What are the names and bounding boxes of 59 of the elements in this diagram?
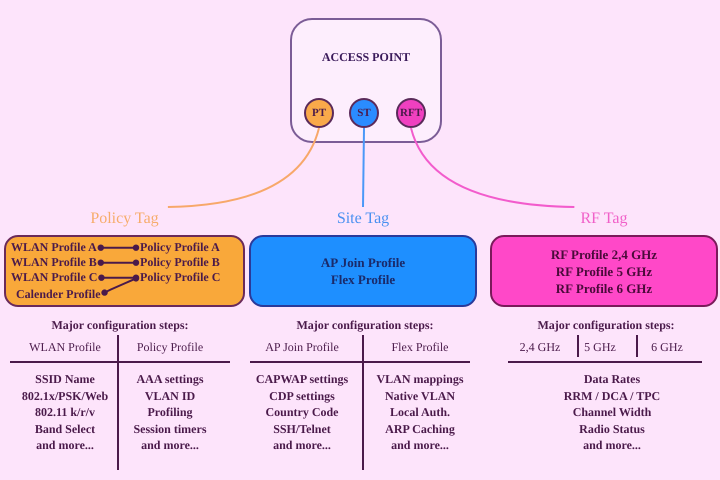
table-heading: Major configuration steps: — [537, 317, 675, 334]
config-step: Data Rates — [584, 371, 640, 388]
column-header: AP Join Profile — [265, 339, 339, 356]
profile-text: WLAN Profile B — [11, 255, 97, 269]
profile-text: Flex Profile — [330, 271, 396, 288]
config-step: Native VLAN — [384, 388, 456, 404]
connector-line — [98, 260, 140, 266]
column-header: 2,4 GHz — [520, 339, 560, 356]
access-point-box — [290, 18, 442, 143]
config-step: VLAN mappings — [376, 371, 464, 388]
profile-text: RF Profile 2,4 GHz — [550, 246, 658, 262]
connector-curve — [362, 128, 365, 208]
profile-text: RF Profile 5 GHz — [556, 262, 652, 280]
profile-text: AP Join Profile — [320, 254, 406, 271]
config-step: VLAN ID — [144, 388, 196, 404]
config-step: ARP Caching — [385, 420, 455, 437]
tag-heading: RF Tag — [580, 209, 628, 229]
column-header: WLAN Profile — [29, 339, 101, 356]
connector-line — [98, 244, 140, 251]
config-step: and more... — [273, 437, 331, 454]
config-step: and more... — [36, 437, 94, 454]
column-header: Policy Profile — [136, 339, 204, 356]
table-heading: Major configuration steps: — [51, 317, 189, 334]
connector-line — [98, 274, 140, 281]
config-step: Local Auth. — [390, 404, 450, 420]
profile-text: RF Profile 6 GHz — [556, 280, 652, 296]
connector-curve — [410, 128, 574, 208]
config-step: Band Select — [34, 420, 96, 437]
config-step: Profiling — [147, 404, 193, 420]
tag-heading: Site Tag — [336, 209, 390, 229]
config-step: RRM / DCA / TPC — [564, 388, 660, 404]
profile-text: WLAN Profile A — [11, 240, 97, 254]
config-step: Radio Status — [579, 420, 645, 437]
config-step: and more... — [583, 437, 641, 454]
table-heading: Major configuration steps: — [296, 317, 434, 334]
config-step: CDP settings — [269, 388, 335, 404]
config-step: CAPWAP settings — [256, 371, 348, 388]
tag-heading: Policy Tag — [90, 209, 159, 229]
profile-text: Policy Profile C — [140, 270, 220, 284]
profile-text: Policy Profile B — [140, 255, 220, 269]
config-step: Session timers — [134, 420, 206, 437]
config-step: 802.1x/PSK/Web — [22, 388, 108, 404]
config-step: and more... — [141, 437, 199, 454]
config-step: SSID Name — [35, 371, 95, 388]
profile-text: WLAN Profile C — [11, 270, 98, 284]
device-title: ACCESS POINT — [322, 49, 410, 66]
column-header: 6 GHz — [651, 339, 683, 356]
config-step: Country Code — [265, 404, 338, 420]
connector-curve — [168, 128, 320, 208]
config-step: Channel Width — [572, 404, 652, 420]
config-step: 802.11 k/r/v — [34, 404, 95, 420]
profile-text: Policy Profile A — [140, 240, 220, 254]
column-header: Flex Profile — [392, 339, 448, 356]
config-step: and more... — [391, 437, 449, 454]
profile-text: Calender Profile — [16, 287, 101, 301]
config-step: SSH/Telnet — [273, 420, 331, 437]
config-step: AAA settings — [136, 371, 204, 388]
connector-line — [101, 275, 140, 296]
column-header: 5 GHz — [584, 339, 616, 356]
